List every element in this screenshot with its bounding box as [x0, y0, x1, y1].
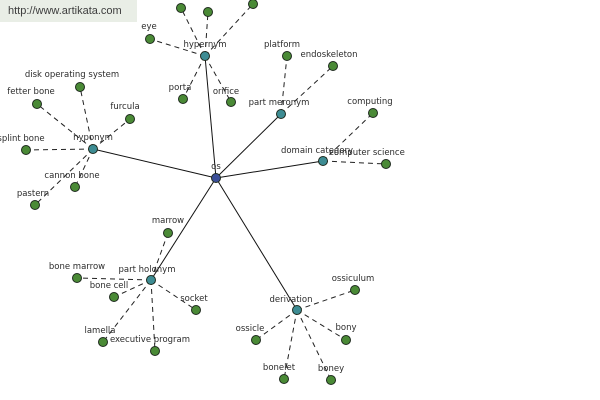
leaf-node-ossicle[interactable]: [251, 335, 261, 345]
leaf-label-bone-marrow: bone marrow: [49, 262, 105, 272]
leaf-node-bony[interactable]: [341, 335, 351, 345]
edge-part_holonym: [150, 177, 217, 281]
leaf-label-computing: computing: [347, 97, 392, 107]
leaf-node-bone-marrow[interactable]: [72, 273, 82, 283]
leaf-node-bonelet[interactable]: [279, 374, 289, 384]
leaf-label-porta: porta: [169, 83, 192, 93]
edge-socket: [150, 279, 197, 311]
leaf-node-computer-science[interactable]: [381, 159, 391, 169]
edge-pastern: [34, 148, 94, 206]
edge-computer_science: [322, 160, 387, 165]
edge-hyp_top2: [204, 11, 209, 57]
edge-eye: [149, 38, 206, 57]
edge-bony: [296, 309, 347, 341]
leaf-node-furcula[interactable]: [125, 114, 135, 124]
edge-splint_bone: [25, 148, 94, 151]
edge-fetter_bone: [36, 103, 94, 150]
leaf-node-porta[interactable]: [178, 94, 188, 104]
leaf-label-orifice: orifice: [213, 87, 239, 97]
leaf-node-hyp-top3[interactable]: [248, 0, 258, 9]
leaf-node-platform[interactable]: [282, 51, 292, 61]
leaf-label-bonelet: bonelet: [263, 363, 296, 373]
edge-part_meronym: [215, 113, 282, 179]
leaf-node-bone-cell[interactable]: [109, 292, 119, 302]
leaf-node-eye[interactable]: [145, 34, 155, 44]
edge-computing: [322, 112, 374, 162]
leaf-label-bony: bony: [335, 323, 356, 333]
leaf-node-computing[interactable]: [368, 108, 378, 118]
edge-hyp_top3: [204, 3, 254, 57]
category-node-hypernym[interactable]: [200, 51, 210, 61]
leaf-label-pastern: pastern: [17, 189, 49, 199]
edge-boney: [296, 309, 332, 381]
graph-labels: os hypernym part meronym domain category hyp…: [0, 22, 405, 374]
leaf-node-pastern[interactable]: [30, 200, 40, 210]
leaf-label-ossicle: ossicle: [236, 324, 265, 334]
category-label-part-meronym: part meronym: [249, 98, 310, 108]
leaf-label-bone-cell: bone cell: [90, 281, 129, 291]
leaf-node-socket[interactable]: [191, 305, 201, 315]
leaf-label-marrow: marrow: [152, 216, 184, 226]
edge-executive_program: [150, 279, 156, 352]
leaf-label-splint-bone: splint bone: [0, 134, 45, 144]
graph-edges: [25, 3, 387, 381]
root-node-os[interactable]: [211, 173, 221, 183]
leaf-node-lamella[interactable]: [98, 337, 108, 347]
leaf-label-platform: platform: [264, 40, 300, 50]
edge-platform: [280, 55, 288, 115]
category-node-hyponym[interactable]: [88, 144, 98, 154]
watermark-url[interactable]: http://www.artikata.com: [0, 0, 137, 22]
leaf-label-executive-program: executive program: [110, 335, 190, 345]
leaf-node-marrow[interactable]: [163, 228, 173, 238]
leaf-node-endoskeleton[interactable]: [328, 61, 338, 71]
leaf-node-executive-program[interactable]: [150, 346, 160, 356]
leaf-node-boney[interactable]: [326, 375, 336, 385]
edge-furcula: [92, 118, 131, 150]
edge-disk_operating_system: [79, 86, 94, 150]
leaf-node-ossiculum[interactable]: [350, 285, 360, 295]
edge-porta: [182, 55, 206, 100]
leaf-label-socket: socket: [180, 294, 208, 304]
leaf-node-hyp-top2[interactable]: [203, 7, 213, 17]
leaf-label-boney: boney: [318, 364, 344, 374]
leaf-label-fetter-bone: fetter bone: [7, 87, 55, 97]
category-node-derivation[interactable]: [292, 305, 302, 315]
edge-bone_cell: [113, 279, 152, 298]
category-label-domain-category: domain category: [281, 146, 353, 156]
root-label: os: [211, 162, 221, 172]
category-node-domain-category[interactable]: [318, 156, 328, 166]
edge-cannon_bone: [74, 148, 94, 188]
leaf-label-disk-operating-system: disk operating system: [25, 70, 119, 80]
leaf-node-cannon-bone[interactable]: [70, 182, 80, 192]
leaf-node-splint-bone[interactable]: [21, 145, 31, 155]
category-node-part-holonym[interactable]: [146, 275, 156, 285]
edge-endoskeleton: [280, 65, 334, 115]
leaf-label-furcula: furcula: [110, 102, 139, 112]
category-label-hyponym: hyponym: [73, 133, 113, 143]
leaf-label-endoskeleton: endoskeleton: [300, 50, 357, 60]
category-label-derivation: derivation: [269, 295, 312, 305]
category-label-part-holonym: part holonym: [119, 265, 176, 275]
leaf-label-computer-science: computer science: [329, 148, 405, 158]
edge-lamella: [102, 279, 152, 343]
leaf-node-disk-operating-system[interactable]: [75, 82, 85, 92]
edge-derivation: [215, 177, 298, 311]
leaf-label-lamella: lamella: [84, 326, 115, 336]
leaf-node-fetter-bone[interactable]: [32, 99, 42, 109]
leaf-label-ossiculum: ossiculum: [332, 274, 375, 284]
graph-nodes: [21, 0, 391, 385]
edge-domain_category: [215, 160, 324, 179]
leaf-label-eye: eye: [141, 22, 157, 32]
leaf-node-orifice[interactable]: [226, 97, 236, 107]
edge-hypernym: [204, 55, 217, 179]
leaf-label-cannon-bone: cannon bone: [44, 171, 99, 181]
edge-bonelet: [283, 309, 298, 380]
category-label-hypernym: hypernym: [183, 40, 226, 50]
leaf-node-hyp-top1[interactable]: [176, 3, 186, 13]
category-node-part-meronym[interactable]: [276, 109, 286, 119]
edge-ossiculum: [296, 289, 356, 311]
edge-bone_marrow: [76, 277, 152, 281]
edge-hyponym: [92, 148, 217, 179]
